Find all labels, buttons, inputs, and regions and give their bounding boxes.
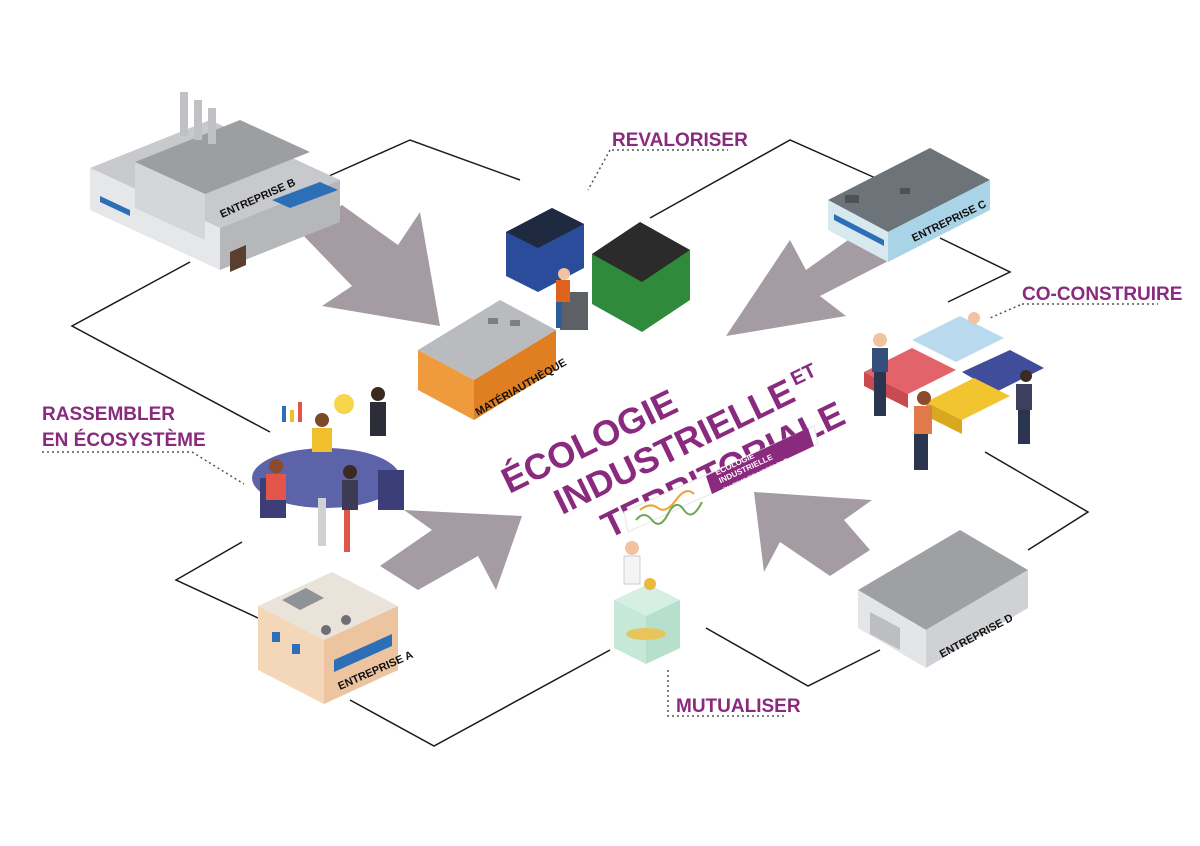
label-rassembler-line1: RASSEMBLER — [42, 404, 175, 425]
mutualiser-illustration — [614, 541, 680, 664]
entreprise-a-building: ENTREPRISE A — [258, 572, 415, 704]
entreprise-b-building: ENTREPRISE B — [90, 92, 340, 272]
connector-coconstruire-d — [984, 451, 1090, 551]
leader-rassembler — [42, 451, 245, 485]
arrow-from-a — [380, 510, 522, 590]
arrow-from-b — [300, 205, 440, 326]
dumpsters-illustration — [506, 208, 690, 332]
arrow-from-c — [726, 230, 900, 336]
logo-squiggle-icon-2 — [639, 490, 695, 511]
connector-b-left — [70, 261, 271, 433]
leader-revaloriser — [587, 149, 611, 191]
leader-mutualiser — [667, 670, 786, 717]
label-co-construire: CO-CONSTRUIRE — [1022, 284, 1182, 305]
materiautheque-building: MATÉRIAUTHÈQUE — [418, 300, 569, 420]
leader-coconstruire — [989, 304, 1021, 319]
connector-c-top — [649, 139, 881, 219]
label-mutualiser: MUTUALISER — [676, 696, 801, 717]
arrow-from-d — [754, 492, 872, 576]
leader-lines — [42, 149, 1158, 717]
label-rassembler-line2: EN ÉCOSYSTÈME — [42, 429, 206, 451]
title-line2-suffix: ET — [787, 359, 820, 390]
connector-mutualiser-d — [705, 627, 881, 687]
entreprise-c-building: ENTREPRISE C — [828, 148, 990, 262]
connector-lines — [70, 139, 1090, 747]
flow-arrows — [300, 205, 900, 590]
logo-squiggle-icon — [635, 501, 703, 525]
logo-badge: ÉCOLOGIE INDUSTRIELLE DU PAYS DE MORTAGN… — [623, 425, 819, 533]
connector-rassembler-a — [174, 541, 259, 619]
connector-b-top — [319, 139, 521, 181]
meeting-illustration — [252, 387, 404, 552]
label-revaloriser: REVALORISER — [612, 130, 748, 151]
puzzle-illustration — [864, 312, 1044, 470]
entreprise-d-building: ENTREPRISE D — [858, 530, 1028, 668]
connector-c-right — [939, 237, 1012, 303]
connector-a-bottom — [349, 649, 611, 747]
